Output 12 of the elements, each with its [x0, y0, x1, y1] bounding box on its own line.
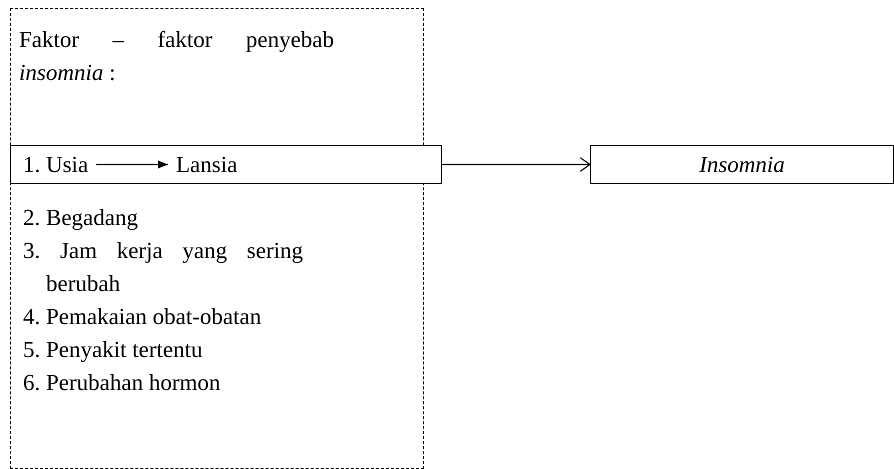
heading: Faktor – faktor penyebab insomnia : [19, 26, 334, 87]
list-item: 2. Begadang [23, 204, 139, 232]
arrow [442, 156, 591, 172]
list-item: 3. Jam kerja yang sering berubah [23, 237, 303, 298]
process-box: Insomnia [590, 145, 894, 184]
list-item: 4. Pemakaian obat-obatan [23, 303, 262, 331]
list-item: 6. Perubahan hormon [23, 369, 222, 397]
list-item: 5. Penyakit tertentu [23, 336, 204, 364]
text-label: Lansia [176, 146, 238, 183]
list-item: 1. Usia [23, 146, 88, 183]
arrow [96, 160, 168, 168]
row-box [10, 145, 442, 184]
